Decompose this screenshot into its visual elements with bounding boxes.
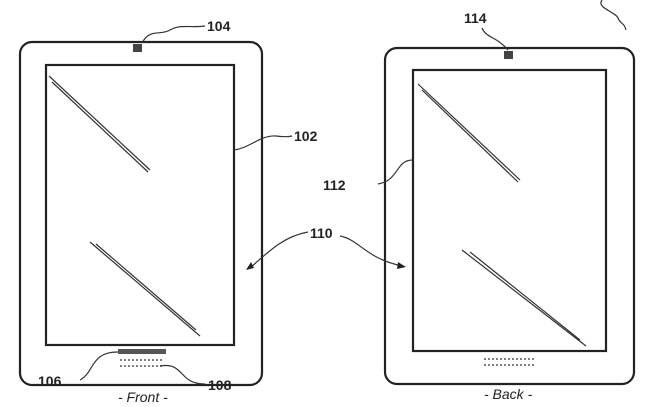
leader-112 [377, 159, 414, 185]
front-camera-icon [133, 44, 142, 52]
leader-110-back [339, 235, 403, 267]
label-104: 104 [207, 18, 231, 34]
label-102: 102 [294, 128, 318, 144]
arrowhead-icon [397, 262, 406, 269]
label-108: 108 [208, 377, 232, 393]
leader-104 [141, 25, 206, 44]
screen-glare [89, 241, 201, 337]
back-caption: - Back - [484, 386, 533, 402]
leader-108 [159, 364, 206, 385]
screen-glare [421, 89, 519, 183]
label-110: 110 [310, 225, 333, 241]
screen-glare [51, 81, 149, 173]
screen-glare [417, 83, 521, 181]
front-device-body [18, 40, 264, 387]
back-device-body [383, 46, 636, 386]
leader-102 [233, 135, 293, 151]
label-114: 114 [464, 10, 487, 26]
front-speaker-grill [118, 349, 166, 354]
back-camera-icon [504, 51, 513, 59]
label-112: 112 [323, 177, 346, 193]
front-caption: - Front - [118, 389, 168, 405]
label-106: 106 [38, 373, 62, 389]
leader-110-front [249, 231, 309, 269]
screen-glare [95, 243, 197, 331]
screen-glare [461, 249, 587, 347]
back-screen [411, 68, 608, 353]
back-device: - Back - [383, 46, 636, 402]
front-device: - Front - [18, 40, 264, 405]
front-screen [44, 63, 236, 347]
screen-glare [48, 75, 151, 171]
figure-reference-leader [600, 0, 627, 31]
leader-114 [481, 27, 509, 51]
leader-106 [79, 351, 119, 381]
screen-glare [469, 251, 581, 341]
arrowhead-icon [246, 262, 254, 270]
